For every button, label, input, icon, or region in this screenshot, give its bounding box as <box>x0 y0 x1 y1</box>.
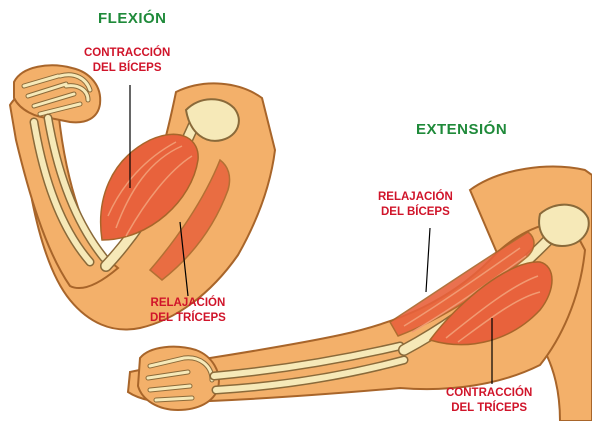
flexion-biceps-label-line1: CONTRACCIÓN <box>84 46 170 61</box>
flexion-title: FLEXIÓN <box>98 10 167 27</box>
extension-scapula <box>539 205 589 246</box>
flexion-biceps-label-line2: DEL BÍCEPS <box>84 61 170 76</box>
flexion-arm <box>10 65 275 329</box>
flexion-triceps-label-line1: RELAJACIÓN <box>150 296 226 311</box>
pointer-extension-biceps <box>426 228 430 292</box>
extension-biceps-label-line1: RELAJACIÓN <box>378 190 453 205</box>
extension-title: EXTENSIÓN <box>416 121 507 138</box>
extension-triceps-label-line2: DEL TRÍCEPS <box>446 401 532 416</box>
extension-biceps-label: RELAJACIÓN DEL BÍCEPS <box>378 190 453 220</box>
extension-triceps-label: CONTRACCIÓN DEL TRÍCEPS <box>446 386 532 416</box>
flexion-triceps-label-line2: DEL TRÍCEPS <box>150 311 226 326</box>
flexion-triceps-label: RELAJACIÓN DEL TRÍCEPS <box>150 296 226 326</box>
extension-triceps-label-line1: CONTRACCIÓN <box>446 386 532 401</box>
flexion-biceps-label: CONTRACCIÓN DEL BÍCEPS <box>84 46 170 76</box>
extension-biceps-label-line2: DEL BÍCEPS <box>378 205 453 220</box>
